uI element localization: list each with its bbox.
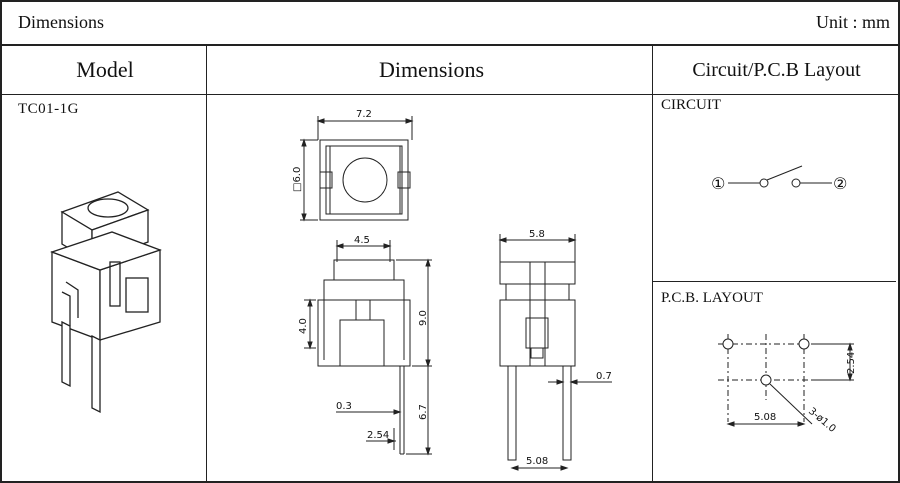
pcb-dim-pitch-h: 5.08 xyxy=(754,412,776,423)
column-header-model: Model xyxy=(76,57,134,82)
circuit-terminal-1: ① xyxy=(711,174,725,193)
model-name: TC01-1G xyxy=(18,101,79,117)
column-header-circuit-pcb: Circuit/P.C.B Layout xyxy=(692,58,861,81)
dim-side-width: 5.8 xyxy=(529,229,545,240)
dim-front-width: 4.5 xyxy=(354,235,370,246)
dim-top-depth: □6.0 xyxy=(292,167,303,192)
dim-front-pin-len: 6.7 xyxy=(418,404,429,420)
header-row: Dimensions Unit : mm xyxy=(2,2,898,46)
circuit-terminal-2: ② xyxy=(833,174,847,193)
top-view-drawing xyxy=(300,116,414,222)
dim-front-body: 4.0 xyxy=(298,318,309,334)
circuit-label: CIRCUIT xyxy=(661,97,721,113)
column-divider-2 xyxy=(652,44,653,483)
column-divider-1 xyxy=(206,44,207,483)
front-view-drawing xyxy=(304,240,432,456)
sheet-title: Dimensions xyxy=(18,12,105,32)
pcb-layout-label: P.C.B. LAYOUT xyxy=(661,290,763,306)
column-header-row: Model Dimensions Circuit/P.C.B Layout xyxy=(2,46,898,95)
dim-front-pin-offset: 2.54 xyxy=(367,430,389,441)
dim-front-height: 9.0 xyxy=(418,310,429,326)
circuit-diagram xyxy=(728,165,832,188)
dim-top-width: 7.2 xyxy=(356,109,372,120)
unit-label: Unit : mm xyxy=(815,12,890,32)
dim-front-pin-thick: 0.3 xyxy=(336,401,352,412)
circuit-pcb-divider xyxy=(653,281,896,282)
pcb-layout-diagram xyxy=(718,334,854,427)
side-view-drawing xyxy=(498,234,612,471)
dim-side-pin-spacing: 5.08 xyxy=(526,456,548,467)
column-header-dimensions: Dimensions xyxy=(378,57,485,82)
pcb-dim-holes: 3-ø1.0 xyxy=(806,406,838,435)
dim-side-pin-w: 0.7 xyxy=(596,371,612,382)
pcb-dim-pitch-v: 2.54 xyxy=(846,352,857,374)
switch-illustration xyxy=(50,191,162,414)
